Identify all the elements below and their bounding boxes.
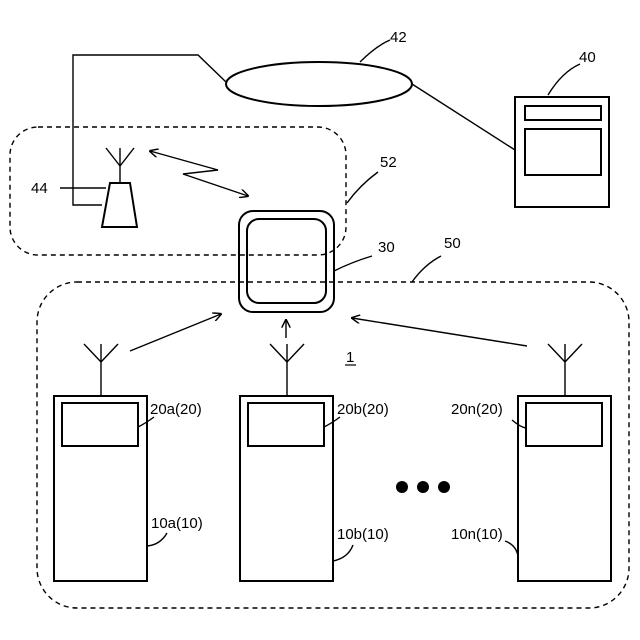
region-52-boundary — [10, 127, 346, 255]
label-sensor-n: 20n(20) — [451, 401, 503, 418]
label-device-n: 10n(10) — [451, 526, 503, 543]
label-region-50: 50 — [444, 235, 461, 252]
label-sensor-b: 20b(20) — [337, 401, 389, 418]
wire-network-to-server — [412, 84, 515, 150]
leader-30 — [334, 256, 372, 271]
leader-10n — [505, 541, 518, 556]
device-b — [240, 344, 333, 581]
leader-42 — [360, 40, 390, 62]
leader-40 — [548, 64, 580, 95]
label-sensor-a: 20a(20) — [150, 401, 202, 418]
network-cloud — [226, 62, 412, 106]
leader-52 — [347, 172, 378, 203]
label-region-52: 52 — [380, 154, 397, 171]
ellipsis-more-devices — [396, 481, 450, 493]
base-station — [102, 148, 137, 227]
label-base-station: 44 — [31, 180, 48, 197]
leader-10b — [333, 545, 353, 561]
gateway-device — [239, 211, 334, 312]
wireless-link-bidirectional — [150, 151, 248, 196]
label-device-b: 10b(10) — [337, 526, 389, 543]
arrow-n-to-gateway — [352, 318, 527, 346]
device-n — [518, 344, 611, 581]
leader-50 — [412, 256, 441, 282]
wire-base-to-network — [73, 55, 226, 205]
label-server: 40 — [579, 49, 596, 66]
label-gateway: 30 — [378, 239, 395, 256]
server-terminal — [515, 97, 609, 207]
arrow-a-to-gateway — [130, 314, 221, 351]
label-device-a: 10a(10) — [151, 515, 203, 532]
label-system: 1 — [346, 349, 354, 366]
label-network: 42 — [390, 29, 407, 46]
device-a — [54, 344, 147, 581]
leader-10a — [147, 533, 167, 546]
